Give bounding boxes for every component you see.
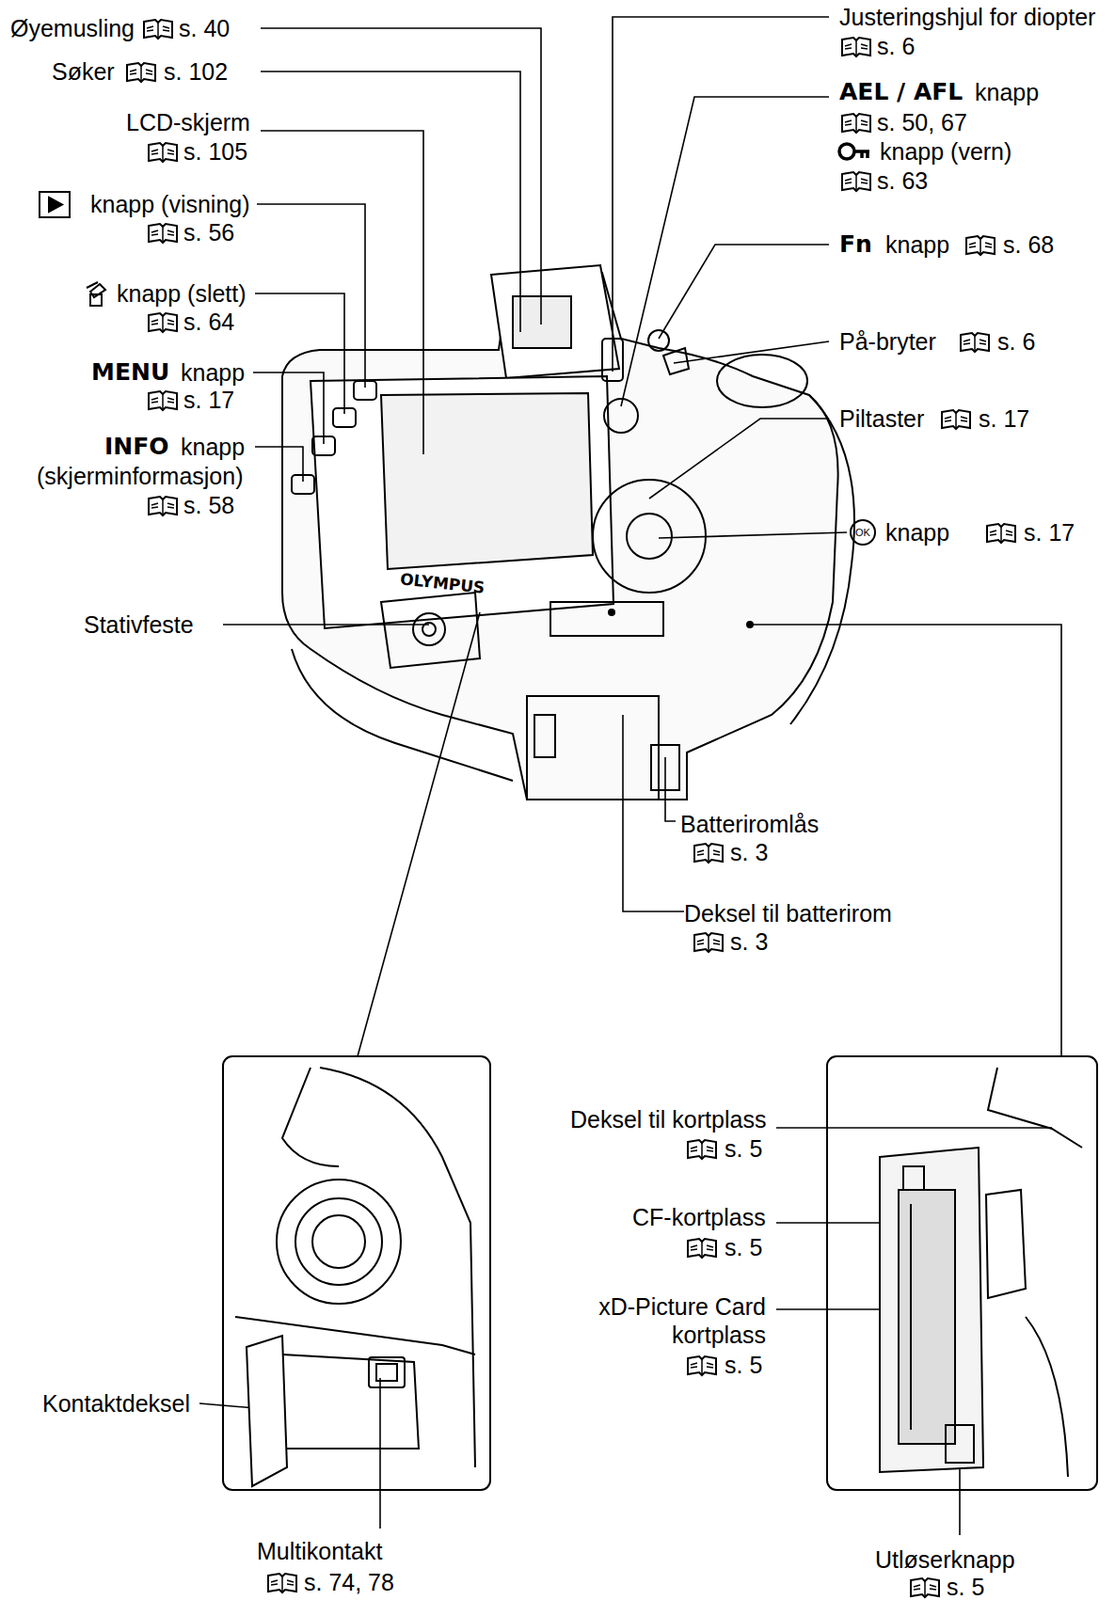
callout-label: Øyemusling — [10, 14, 135, 43]
connector-cover — [246, 1336, 287, 1487]
leader-lines — [199, 16, 1062, 1536]
callout-label: MENU — [91, 358, 170, 387]
callout-label: Batteriromlås — [680, 810, 819, 839]
page-ref: s. 6 — [876, 31, 915, 61]
battery-door-latch — [534, 715, 556, 758]
callout-label: Kontaktdeksel — [42, 1389, 191, 1418]
mode-dial — [716, 354, 808, 408]
page-ref: s. 64 — [183, 307, 235, 336]
callout-label: Piltaster — [839, 404, 924, 433]
page-ref: s. 105 — [183, 137, 248, 166]
page-ref: s. 5 — [724, 1134, 763, 1163]
callout-label: knapp — [974, 78, 1039, 107]
connector-recess — [282, 1354, 419, 1450]
leader-dot — [607, 608, 616, 617]
callout-label: knapp (slett) — [116, 279, 247, 308]
page-ref: s. 68 — [1003, 230, 1054, 259]
page-ref: s. 5 — [724, 1233, 763, 1262]
callout-label: knapp (visning) — [90, 190, 251, 219]
callout-label: Justeringshjul for diopter — [839, 2, 1096, 32]
callout-label: Multikontakt — [256, 1537, 383, 1566]
callout-label: CF-kortplass — [632, 1203, 766, 1232]
inset-grip-edge — [1025, 1317, 1068, 1478]
page-ref: s. 6 — [997, 327, 1036, 356]
page-ref: s. 63 — [876, 166, 928, 195]
callout-label: INFO — [104, 432, 170, 462]
leader-dot — [746, 621, 754, 629]
callout-label: LCD-skjerm — [126, 108, 251, 137]
ok-symbol: OK — [855, 525, 871, 541]
callout-label: knapp — [180, 358, 245, 387]
multi-connector — [368, 1357, 405, 1388]
callout-label: knapp — [885, 518, 950, 547]
callout-label: knapp (vern) — [879, 137, 1012, 166]
page-ref: s. 50, 67 — [876, 108, 968, 137]
callout-label: Fn — [839, 230, 873, 259]
cf-slot — [898, 1190, 956, 1445]
page-ref: s. 74, 78 — [303, 1568, 395, 1597]
inset-body-edge — [987, 1067, 1083, 1148]
page-ref: s. 40 — [178, 14, 230, 43]
battery-door — [526, 696, 659, 800]
card-compartment — [879, 1147, 984, 1473]
page-ref: s. 5 — [724, 1351, 763, 1380]
inset-body-edge — [282, 1067, 339, 1167]
page-ref: s. 3 — [730, 838, 768, 867]
inset-arrow-pad — [276, 1179, 401, 1305]
eyecup — [491, 265, 620, 379]
callout-label: xD-Picture Card kortplass — [577, 1292, 766, 1350]
inset-frame — [827, 1056, 1098, 1491]
card-door — [986, 1190, 1026, 1299]
page-ref: s. 3 — [730, 927, 768, 956]
viewfinder-window — [512, 296, 572, 349]
callout-label: Deksel til kortplass — [570, 1105, 766, 1134]
callout-label: AEL / AFL — [839, 78, 963, 107]
callout-label: Stativfeste — [83, 610, 194, 639]
card-door-edge — [550, 602, 664, 637]
multi-connector-pins — [376, 1364, 398, 1382]
callout-label: knapp — [885, 230, 950, 259]
tripod-plate — [381, 592, 480, 669]
page-ref-icons — [127, 19, 1016, 1598]
callout-label: (skjerminformasjon) — [36, 461, 243, 491]
fn-button — [648, 330, 669, 351]
body-edge — [291, 649, 513, 781]
inset-frame — [223, 1056, 491, 1491]
page-ref: s. 102 — [163, 57, 228, 86]
xd-slot — [909, 1204, 912, 1431]
lcd-screen — [381, 393, 593, 570]
page-ref: s. 58 — [183, 491, 235, 520]
tripod-socket — [413, 613, 446, 646]
grip-edge — [790, 395, 855, 725]
inset-arrow-pad — [295, 1198, 383, 1286]
arrow-pad — [592, 479, 706, 593]
page-ref: s. 56 — [183, 218, 235, 247]
page-ref: s. 17 — [978, 404, 1030, 433]
page-ref: s. 5 — [946, 1573, 985, 1600]
callout-label: knapp — [180, 432, 245, 462]
page-ref: s. 17 — [1023, 518, 1075, 547]
ok-button — [626, 513, 672, 559]
callout-label: Deksel til batterirom — [684, 899, 892, 928]
eject-button — [945, 1425, 974, 1464]
callout-label: På-bryter — [839, 327, 937, 356]
callout-label: Utløserknapp — [875, 1545, 1016, 1575]
page-ref: s. 17 — [183, 385, 235, 415]
slot-guide — [903, 1166, 924, 1191]
lcd-frame — [310, 376, 614, 629]
callout-label: Søker — [51, 57, 115, 86]
inset-ok-button — [312, 1215, 366, 1269]
